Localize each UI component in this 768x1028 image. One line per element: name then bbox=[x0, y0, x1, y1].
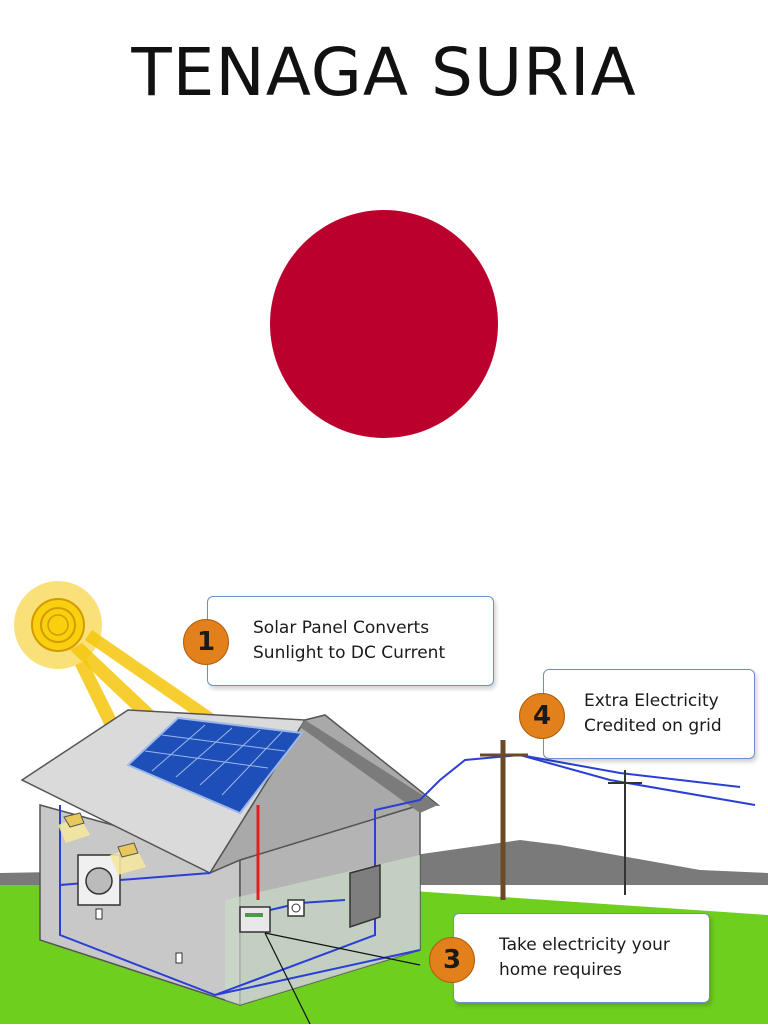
breaker-panel bbox=[349, 864, 381, 929]
step-3-line-2: home requires bbox=[499, 960, 622, 980]
electric-meter bbox=[287, 899, 305, 917]
step-3-callout: Take electricity your home requires bbox=[453, 913, 710, 1003]
utility-pole-2 bbox=[608, 770, 642, 895]
ceiling-lamp-2 bbox=[110, 842, 146, 875]
step-1-badge: 1 bbox=[183, 619, 229, 665]
utility-pole-1 bbox=[480, 740, 528, 900]
solar-system-diagram: Solar Panel Converts Sunlight to DC Curr… bbox=[0, 555, 768, 1025]
step-1-line-2: Sunlight to DC Current bbox=[253, 643, 446, 663]
sun-icon bbox=[14, 581, 102, 669]
inverter-box bbox=[239, 906, 271, 933]
step-3-badge: 3 bbox=[429, 937, 475, 983]
step-1-line-1: Solar Panel Converts bbox=[253, 618, 430, 638]
sun-beam-3 bbox=[85, 630, 230, 735]
flag-red-disc bbox=[270, 210, 498, 438]
step-4-badge: 4 bbox=[519, 693, 565, 739]
step-4-line-2: Credited on grid bbox=[584, 716, 722, 736]
step-4-line-1: Extra Electricity bbox=[584, 691, 719, 711]
step-3-line-1: Take electricity your bbox=[499, 935, 670, 955]
ceiling-lamp-1 bbox=[58, 812, 90, 843]
solar-panel-icon bbox=[126, 716, 304, 815]
step-1-callout: Solar Panel Converts Sunlight to DC Curr… bbox=[207, 596, 494, 686]
slide-title: TENAGA SURIA bbox=[131, 34, 637, 111]
step-4-callout: Extra Electricity Credited on grid bbox=[543, 669, 755, 759]
